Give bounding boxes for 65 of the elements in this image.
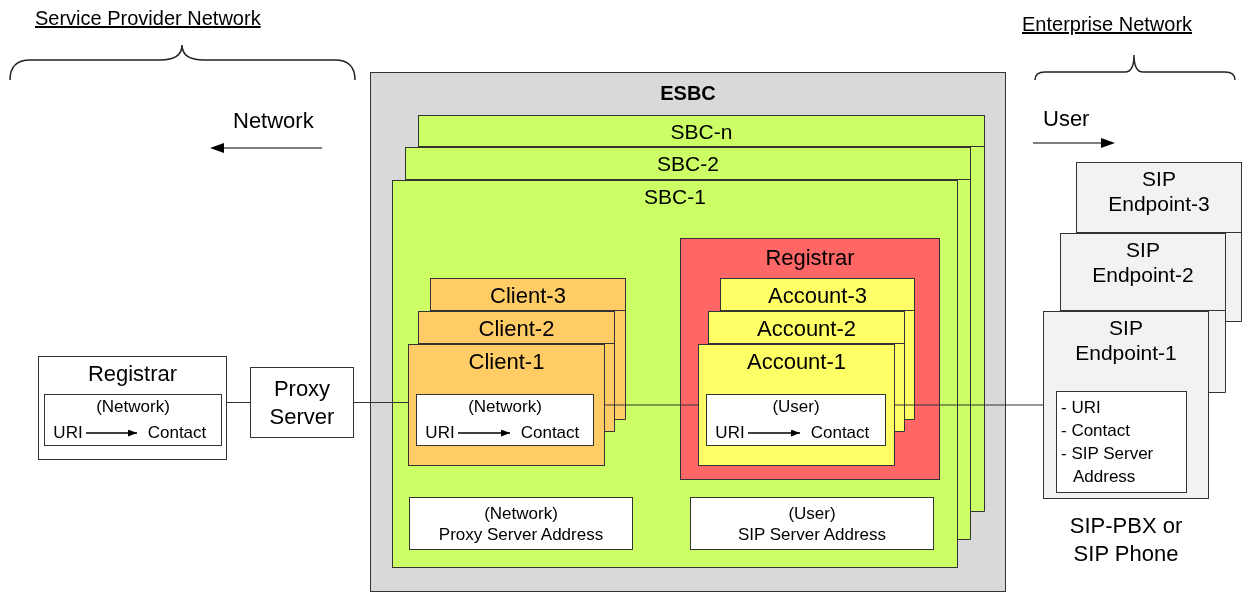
box-title: SIP Endpoint-2 — [1091, 237, 1195, 287]
box-title: SBC-n — [670, 119, 733, 144]
box-title: Account-2 — [756, 316, 857, 342]
registrar-box — [38, 356, 227, 460]
box-title: SIP Endpoint-1 — [1074, 315, 1178, 365]
address-box — [409, 497, 633, 550]
direction-label: Network — [233, 108, 314, 134]
account-card — [708, 311, 905, 344]
mapping-box — [416, 394, 594, 446]
box-title: Proxy Server — [268, 374, 336, 431]
direction-label: User — [1043, 106, 1090, 132]
box-title: Account-1 — [746, 349, 847, 375]
list-item: - URI — [1061, 397, 1102, 419]
field-label: Contact — [802, 422, 878, 444]
box-title: Client-2 — [478, 316, 555, 342]
region-title: Service Provider Network — [35, 6, 261, 30]
sbc-panel — [392, 180, 958, 568]
endpoint-card — [1060, 233, 1226, 311]
server-box — [250, 367, 354, 438]
list-item: - SIP Server Address — [1061, 443, 1155, 488]
address-text: Proxy Server Address — [438, 523, 604, 545]
mapping-box — [706, 394, 886, 446]
client-card — [430, 278, 626, 311]
box-title: SBC-1 — [644, 184, 706, 209]
box-title: Registrar — [87, 361, 178, 387]
address-text: (Network) — [484, 502, 558, 524]
device-caption: SIP-PBX or SIP Phone — [1068, 512, 1184, 568]
box-title: Client-1 — [468, 349, 545, 375]
sbc-panel — [405, 147, 971, 180]
field-label: Contact — [139, 422, 215, 444]
field-label: URI — [714, 422, 746, 444]
field-label: URI — [424, 422, 456, 444]
registrar-panel — [680, 238, 940, 480]
mapping-box — [44, 394, 222, 446]
sbc-panel — [418, 115, 985, 147]
client-card — [408, 344, 605, 466]
box-title: Client-3 — [490, 283, 566, 309]
field-list-box — [1056, 391, 1187, 493]
connector-line — [353, 402, 409, 403]
arrow — [457, 429, 511, 437]
scope-label: (User) — [772, 397, 820, 417]
box-title: SIP Endpoint-3 — [1107, 166, 1211, 216]
field-label: URI — [52, 422, 84, 444]
client-card — [418, 311, 615, 344]
box-title: Registrar — [765, 245, 855, 271]
arrow — [747, 429, 801, 437]
scope-label: (Network) — [468, 397, 542, 417]
connector-line — [226, 402, 251, 403]
region-title: Enterprise Network — [1022, 12, 1193, 36]
box-title: Account-3 — [767, 283, 868, 309]
account-card — [698, 344, 895, 466]
account-card — [720, 278, 915, 311]
scope-label: (Network) — [96, 397, 170, 417]
box-title: ESBC — [660, 81, 716, 105]
connector-line — [894, 404, 1044, 406]
address-text: (User) — [788, 502, 836, 524]
box-title: SBC-2 — [657, 151, 719, 176]
field-label: Contact — [512, 422, 588, 444]
list-item: - Contact — [1061, 420, 1131, 442]
esbc-container — [370, 72, 1006, 592]
endpoint-card — [1076, 162, 1242, 233]
connector-line — [604, 404, 699, 406]
arrow — [85, 429, 138, 437]
address-box — [690, 497, 934, 550]
address-text: SIP Server Address — [737, 523, 886, 545]
